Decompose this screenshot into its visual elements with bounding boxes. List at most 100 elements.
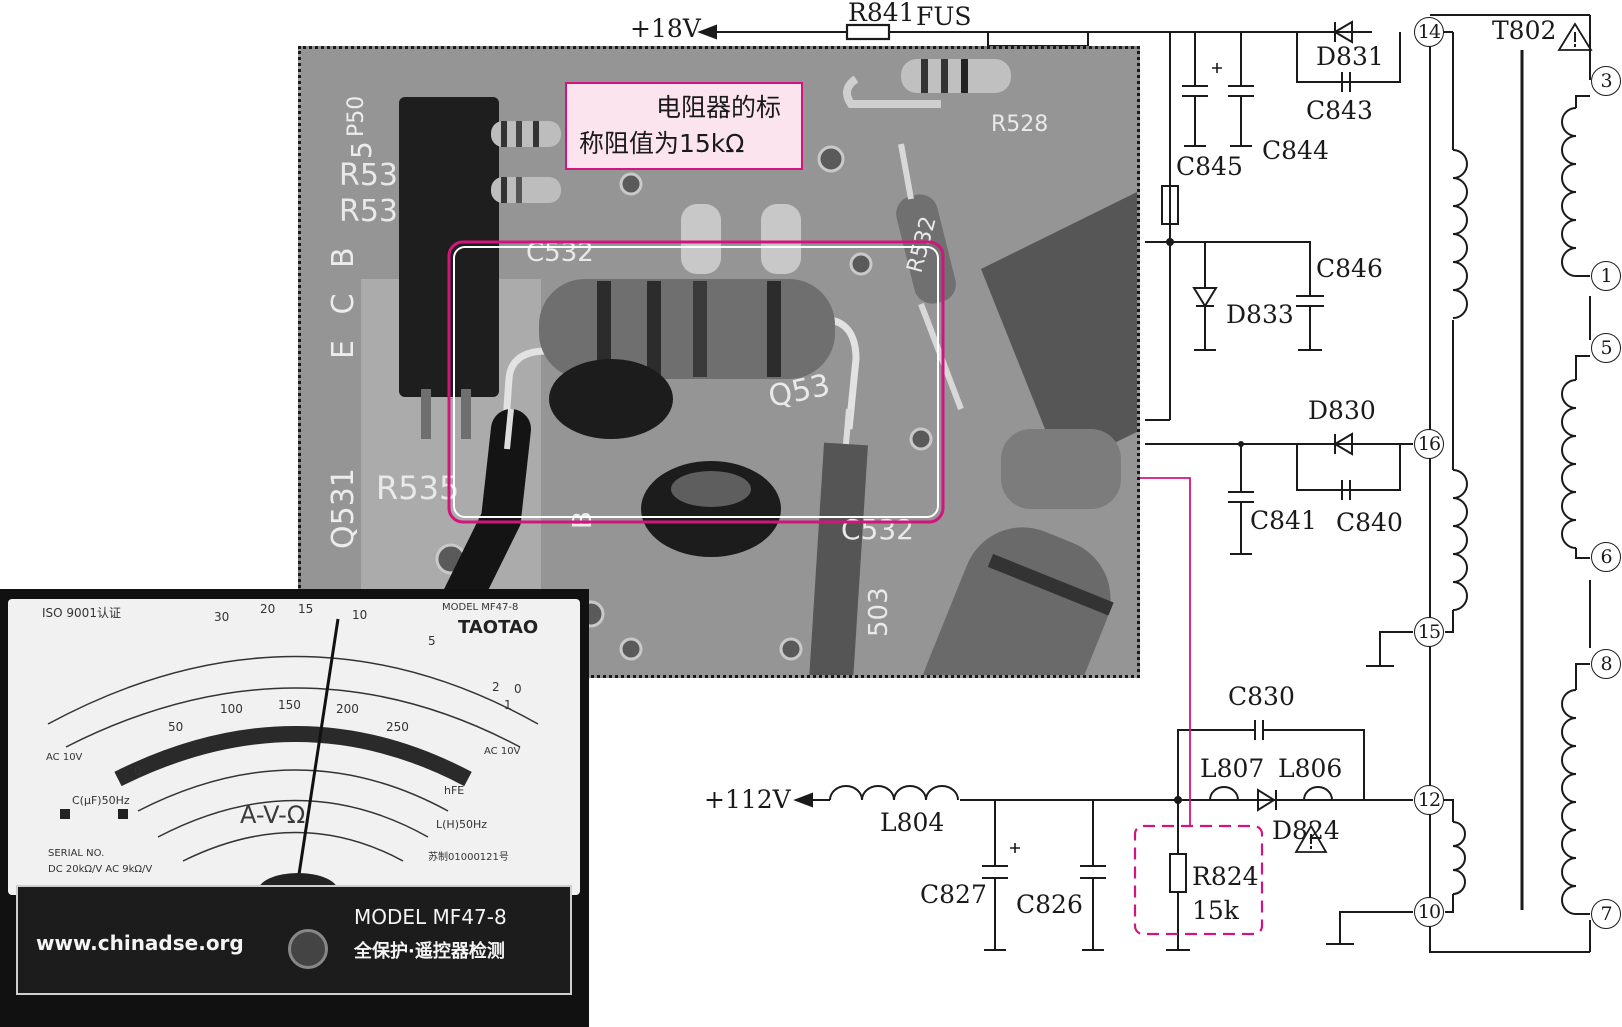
- nominal-value-callout: 电阻器的标 称阻值为15kΩ: [565, 82, 803, 170]
- warning-icon-d824: [1294, 824, 1328, 853]
- meter-face: ISO 9001认证 MODEL MF47-8 TAOTAO 30 20 15 …: [8, 599, 580, 895]
- multimeter-photo: ISO 9001认证 MODEL MF47-8 TAOTAO 30 20 15 …: [0, 589, 589, 1027]
- label-c826: C826: [1016, 890, 1083, 919]
- omega-tick-30: 30: [214, 610, 230, 624]
- omega-tick-15: 15: [298, 602, 314, 616]
- warning-icon-t802: [1557, 22, 1593, 51]
- c830-capacitor: [1254, 720, 1264, 740]
- silk-503: 503: [864, 587, 894, 637]
- label-c827: C827: [920, 880, 987, 909]
- t802-primary-frame: [1429, 32, 1590, 953]
- rail-112v-arrow: [793, 792, 813, 808]
- d831-diode: [1333, 20, 1353, 44]
- pin-7: 7: [1591, 899, 1621, 929]
- d833-zener: [1192, 242, 1218, 351]
- l804-inductor: [829, 785, 959, 801]
- silk-r535: R535: [376, 469, 459, 507]
- meter-adjust-screw-icon: [288, 929, 328, 969]
- meter-model-small: MODEL MF47-8: [442, 602, 519, 613]
- c845-capacitor: [1182, 32, 1208, 147]
- c846-capacitor: [1296, 295, 1324, 351]
- label-r824: R824: [1192, 862, 1259, 891]
- silk-r528: R528: [991, 112, 1048, 137]
- t802-winding-c: [1452, 821, 1466, 895]
- label-c840: C840: [1336, 508, 1403, 537]
- label-c846: C846: [1316, 254, 1383, 283]
- silk-r531b: R53: [339, 194, 398, 229]
- t802-winding-e: [1561, 379, 1577, 549]
- meter-serial: SERIAL NO.: [48, 848, 105, 859]
- omega-tick-1: 1: [504, 698, 512, 712]
- silk-c532b: C532: [841, 513, 914, 546]
- c844-capacitor: [1228, 32, 1254, 147]
- pcb-photo-drawing: R53 R53 C532 R535 Q53 R532 R528 503 C532…: [301, 49, 1137, 675]
- pin-12: 12: [1414, 785, 1444, 815]
- c843-capacitor: [1297, 72, 1400, 92]
- silk-r531a: R53: [339, 158, 398, 193]
- label-l806: L806: [1278, 754, 1343, 783]
- t802-winding-d: [1561, 107, 1577, 277]
- d830-diode: [1333, 432, 1353, 456]
- pin-3: 3: [1591, 66, 1621, 96]
- rail-18v-arrow: [697, 24, 717, 40]
- c841-capacitor: [1228, 444, 1254, 555]
- meter-hfe-label: hFE: [444, 784, 465, 797]
- silk-five: 5: [345, 141, 378, 159]
- black-transistor: [399, 97, 499, 397]
- omega-tick-5: 5: [428, 634, 436, 648]
- silk-b: B: [568, 511, 598, 529]
- label-d824: D824: [1272, 816, 1340, 845]
- meter-needle: [296, 618, 340, 882]
- pin-16: 16: [1414, 429, 1444, 459]
- label-c844: C844: [1262, 136, 1329, 165]
- l806-inductor: [1303, 786, 1333, 801]
- dcv-tick-0: 0: [134, 764, 142, 778]
- omega-tick-2: 2: [492, 680, 500, 694]
- silk-q531: Q531: [326, 468, 361, 549]
- meter-ac10v-left: AC 10V: [46, 752, 83, 763]
- label-c843: C843: [1306, 96, 1373, 125]
- meter-scale-arcs: [47, 618, 539, 895]
- resistor-under-test: [500, 279, 860, 557]
- label-112v: +112V: [704, 785, 791, 814]
- callout-line1: 电阻器的标: [655, 93, 781, 122]
- meter-tagline: 全保护·遥控器检测: [354, 941, 505, 962]
- label-r824-value: 15k: [1192, 896, 1239, 925]
- label-18v: +18V: [630, 14, 701, 43]
- c840-capacitor: [1297, 480, 1400, 500]
- d824-diode: [1257, 788, 1277, 812]
- pin-6: 6: [1591, 542, 1621, 572]
- label-d833: D833: [1226, 300, 1294, 329]
- pin-15: 15: [1414, 617, 1444, 647]
- probe-right: [809, 442, 868, 675]
- silk-ecb: E C B: [326, 239, 361, 359]
- dcv-tick-200: 200: [336, 702, 359, 716]
- resistor-highlight-box: [447, 240, 945, 524]
- label-fus: FUS: [916, 2, 972, 31]
- callout-line2: 称阻值为15kΩ: [579, 129, 745, 159]
- pin-8: 8: [1591, 649, 1621, 679]
- label-c841: C841: [1250, 506, 1317, 535]
- label-r841: R841: [848, 0, 915, 27]
- pin-14: 14: [1414, 17, 1444, 47]
- r841-fuse-resistor: [845, 23, 891, 41]
- dcv-tick-250: 250: [386, 720, 409, 734]
- t802-winding-a: [1452, 149, 1468, 319]
- label-d830: D830: [1308, 396, 1376, 425]
- ground-10: [1326, 911, 1413, 945]
- t802-winding-b: [1452, 469, 1468, 611]
- meter-bottom-plate: www.chinadse.org MODEL MF47-8 全保护·遥控器检测: [16, 885, 572, 995]
- dcv-tick-50: 50: [168, 720, 184, 734]
- c826-capacitor: [1080, 800, 1106, 951]
- meter-cert: 苏制01000121号: [428, 852, 509, 863]
- meter-iso: ISO 9001认证: [42, 606, 121, 620]
- meter-website: www.chinadse.org: [36, 931, 244, 955]
- dcv-tick-100: 100: [220, 702, 243, 716]
- dcv-tick-150: 150: [278, 698, 301, 712]
- meter-sensitivity: DC 20kΩ/V AC 9kΩ/V: [48, 864, 153, 875]
- pin-1: 1: [1591, 261, 1621, 291]
- meter-brand: TAOTAO: [458, 617, 539, 638]
- label-d831: D831: [1316, 42, 1384, 71]
